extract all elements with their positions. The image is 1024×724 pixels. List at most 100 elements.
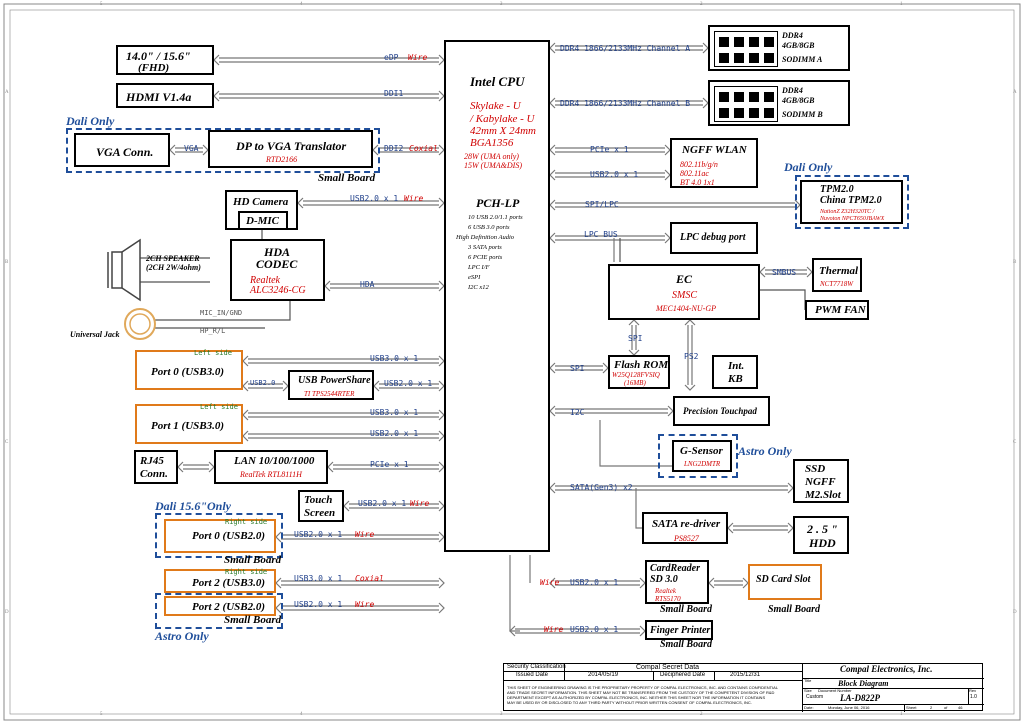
tb-custom: Custom xyxy=(806,694,824,700)
bus-arrow xyxy=(275,577,445,589)
pch-feature: eSPI xyxy=(468,274,481,281)
dram-chip xyxy=(764,53,774,63)
bus-label: SPI xyxy=(628,334,643,343)
right-side-label: Right side xyxy=(225,518,268,526)
tpm-label2: China TPM2.0 xyxy=(820,195,882,206)
cardreader-block: CardReader SD 3.0 Realtek RTS5170 xyxy=(645,560,709,604)
sata-redriver-label: SATA re-driver xyxy=(652,518,721,530)
dram-chip xyxy=(719,53,729,63)
dram-chip xyxy=(764,108,774,118)
dali-only-label: Dali Only xyxy=(784,160,833,174)
dmic-label: D-MIC xyxy=(246,215,280,227)
sd-slot-label: SD Card Slot xyxy=(756,574,811,585)
border-marker: 1 xyxy=(900,712,903,717)
tb-secret: Compal Secret Data xyxy=(636,664,700,671)
bus-label: USB2.0 x 1 xyxy=(294,600,343,609)
bus-line xyxy=(635,488,642,529)
hdmi-block: HDMI V1.4a xyxy=(116,83,214,108)
ddr-label: DDR4 xyxy=(782,86,803,95)
flash-chip2: (16MB) xyxy=(624,379,646,387)
astro-only-label: Astro Only xyxy=(738,444,792,458)
border-marker: 3 xyxy=(500,712,503,717)
port2-usb3-label: Port 2 (USB3.0) xyxy=(192,577,266,589)
port1-usb3-block: Port 1 (USB3.0) xyxy=(135,404,243,444)
lpc-debug-label: LPC debug port xyxy=(680,232,746,243)
touch-label2: Screen xyxy=(304,507,336,519)
bus-label: USB2.0 x 1 xyxy=(370,429,419,438)
tb-deciphered: Deciphered Date xyxy=(660,672,706,678)
border-marker: A xyxy=(1013,90,1017,95)
ssd-label: SSD xyxy=(805,463,826,475)
bus-label: PCIe x 1 xyxy=(370,460,409,469)
pch-feature: 3 SATA ports xyxy=(468,244,502,251)
bus-label: USB3.0 x 1 xyxy=(370,354,419,363)
bus-arrow xyxy=(727,522,794,534)
tb-issued: Issued Date xyxy=(516,672,549,678)
bus-label: PCIe x 1 xyxy=(590,145,629,154)
bus-line xyxy=(599,420,672,467)
bus-arrow xyxy=(213,90,445,102)
bus-label: Wire xyxy=(540,578,560,587)
sata-chip: PS8527 xyxy=(674,534,699,543)
jack-icon xyxy=(124,308,156,340)
pch-feature: 6 PCIE ports xyxy=(468,254,503,261)
tb-company: Compal Electronics, Inc. xyxy=(840,664,933,674)
bus-arrow xyxy=(242,409,445,421)
ssd-label3: M2.Slot xyxy=(805,489,841,501)
tb-issued-date: 2014/05/19 xyxy=(588,672,619,678)
small-board-label: Small Board xyxy=(660,639,712,650)
flash-label: Flash ROM xyxy=(614,359,669,371)
cpu-title: Intel CPU xyxy=(470,74,525,89)
cardreader-label2: SD 3.0 xyxy=(650,574,678,585)
tb-rev: 1.0 xyxy=(970,694,977,700)
speaker-label2: (2CH 2W/4ohm) xyxy=(146,263,201,272)
bus-label: DDR4 1866/2133MHz Channel B xyxy=(560,99,691,108)
border-marker: 4 xyxy=(300,712,303,717)
pch-feature: High Definition Audio xyxy=(456,234,515,241)
panel-block: 14.0" / 15.6" (FHD) xyxy=(116,45,214,75)
bus-label: PS2 xyxy=(684,352,699,361)
port0-usb2-block: Port 0 (USB2.0) xyxy=(164,519,276,553)
sata-redriver-block: SATA re-driver PS8527 xyxy=(642,512,728,544)
tb-total: 46 xyxy=(958,705,963,710)
border-marker: A xyxy=(5,90,9,95)
bus-label: SPI xyxy=(570,364,585,373)
bus-label: I2C xyxy=(570,408,585,417)
bus-arrow xyxy=(275,531,445,543)
pwm-fan-block: PWM FAN xyxy=(805,300,869,320)
bus-arrow xyxy=(628,319,640,356)
lan-block: LAN 10/100/1000 RealTek RTL8111H xyxy=(214,450,328,484)
tb-title-lbl: Title xyxy=(804,678,812,683)
flash-rom-block: Flash ROM W25Q128FVSIQ (16MB) xyxy=(608,355,670,389)
border-marker: 4 xyxy=(300,2,303,7)
dali-156-label: Dali 15.6"Only xyxy=(155,499,231,513)
bus-arrow xyxy=(372,144,445,156)
kb-label2: KB xyxy=(728,373,743,385)
tb-title: Block Diagram xyxy=(838,679,889,688)
tb-date-lbl: Date: xyxy=(804,705,814,710)
dram-chip xyxy=(749,108,759,118)
rj45-block: RJ45 Conn. xyxy=(134,450,178,484)
dram-chip xyxy=(734,53,744,63)
border-marker: D xyxy=(5,610,9,615)
port1-label: Port 1 (USB3.0) xyxy=(151,420,225,432)
dp-vga-label: DP to VGA Translator xyxy=(236,139,347,153)
ec-label: EC xyxy=(676,272,693,286)
border-marker: D xyxy=(1013,610,1017,615)
tb-doc: LA-D822P xyxy=(840,693,880,703)
bus-arrow xyxy=(708,577,749,589)
bus-label: SMBUS xyxy=(772,268,797,277)
ssd-label2: NGFF xyxy=(805,476,836,488)
wlan-spec: 802.11ac xyxy=(680,169,709,178)
bus-label: USB2.0 x 1 xyxy=(570,625,619,634)
thermal-block: Thermal NCT7718W xyxy=(812,258,862,292)
dali-only-region xyxy=(66,128,380,173)
port2-usb2-label: Port 2 (USB2.0) xyxy=(192,601,266,613)
port0-usb2-label: Port 0 (USB2.0) xyxy=(192,530,266,542)
bus-arrow xyxy=(549,482,794,494)
lan-chip: RealTek RTL8111H xyxy=(240,470,302,479)
finger-printer-block: Finger Printer xyxy=(645,620,713,640)
bus-label: USB2.0 x 1 xyxy=(570,578,619,587)
panel-sub: (FHD) xyxy=(138,62,170,74)
bus-line xyxy=(509,555,520,632)
